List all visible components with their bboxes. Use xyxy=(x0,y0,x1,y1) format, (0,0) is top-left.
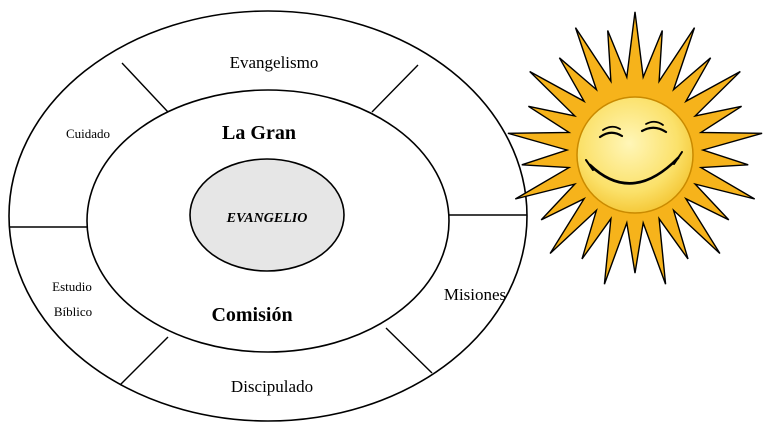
segment-label-cuidado: Cuidado xyxy=(66,126,110,141)
divider-upper-left xyxy=(121,62,169,113)
sun-smile xyxy=(588,156,680,185)
sun-right-eyelash xyxy=(645,120,664,126)
sun-smile-left-dimple xyxy=(585,159,594,171)
center-label: EVANGELIO xyxy=(226,211,308,226)
segment-dividers xyxy=(9,62,527,386)
segment-label-misiones: Misiones xyxy=(444,285,506,304)
inner-ring-top-label: La Gran xyxy=(222,122,296,144)
sun-right-eye xyxy=(640,126,668,134)
sun-face xyxy=(576,96,694,214)
sun-left-eyelash xyxy=(602,125,621,131)
smiling-sun-icon xyxy=(507,11,763,285)
divider-lower-right xyxy=(385,327,433,374)
inner-ring-bottom-label: Comisión xyxy=(211,304,292,326)
segment-label-discipulado: Discipulado xyxy=(231,377,313,396)
sun-left-eye xyxy=(598,131,624,139)
center-ellipse xyxy=(189,158,345,272)
segment-label-biblico: Bíblico xyxy=(54,304,92,319)
segment-label-evangelismo: Evangelismo xyxy=(230,53,319,72)
divider-lower-left xyxy=(119,336,169,386)
sun-smile-right-dimple xyxy=(673,151,683,165)
divider-upper-right xyxy=(371,64,419,113)
segment-label-estudio: Estudio xyxy=(52,279,92,294)
